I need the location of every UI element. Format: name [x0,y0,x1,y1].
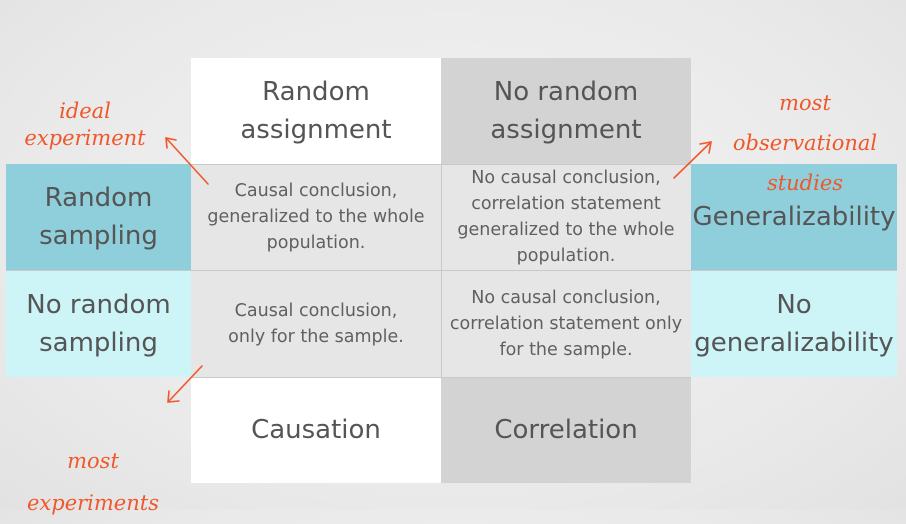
causation-label: Causation [251,415,381,445]
grid-line [191,377,691,378]
cell-random-sampling-no-random-assignment: No causal conclusion, correlation statem… [441,164,691,270]
header-no-random-assignment-label: No random assignment [490,77,642,145]
causation-box: Causation [191,377,441,483]
correlation-box: Correlation [441,377,691,483]
cell-no-random-sampling-random-assignment: Causal conclusion, only for the sample. [191,270,441,377]
arrow-to-most-observational-studies [673,142,711,179]
cell-rs-nra-text: No causal conclusion, correlation statem… [457,168,675,266]
row-random-sampling-label: Random sampling [39,183,158,251]
header-random-assignment: Random assignment [191,58,441,164]
grid-line [6,270,897,271]
grid-line [441,164,442,377]
correlation-label: Correlation [494,415,638,445]
cell-no-random-sampling-no-random-assignment: No causal conclusion, correlation statem… [441,270,691,377]
generalizability-label: Generalizability [692,202,896,232]
row-no-random-sampling-label: No random sampling [26,289,171,358]
generalizability-label-box: Generalizability [691,164,897,270]
cell-nrs-ra-text: Causal conclusion, only for the sample. [228,300,404,347]
header-no-random-assignment: No random assignment [441,58,691,164]
cell-nrs-nra-text: No causal conclusion, correlation statem… [449,287,683,360]
annotation-arrows [165,137,712,403]
annotation-most-observational-studies: most observational studies [732,91,878,195]
arrowhead [165,137,177,149]
cell-rs-ra-text: Causal conclusion, generalized to the wh… [207,181,425,253]
arrow-to-most-experiments [168,365,203,402]
header-random-assignment-label: Random assignment [240,77,392,145]
cell-random-sampling-random-assignment: Causal conclusion, generalized to the wh… [191,164,441,270]
row-no-random-sampling: No random sampling [6,270,191,377]
no-generalizability-label: No generalizability [694,289,894,358]
arrowhead [699,141,712,154]
arrowhead [167,390,180,403]
arrow-to-ideal-experiment [166,138,209,185]
no-generalizability-label-box: No generalizability [691,270,897,377]
annotation-ideal-experiment: ideal experiment [24,99,146,150]
row-random-sampling: Random sampling [6,164,191,270]
